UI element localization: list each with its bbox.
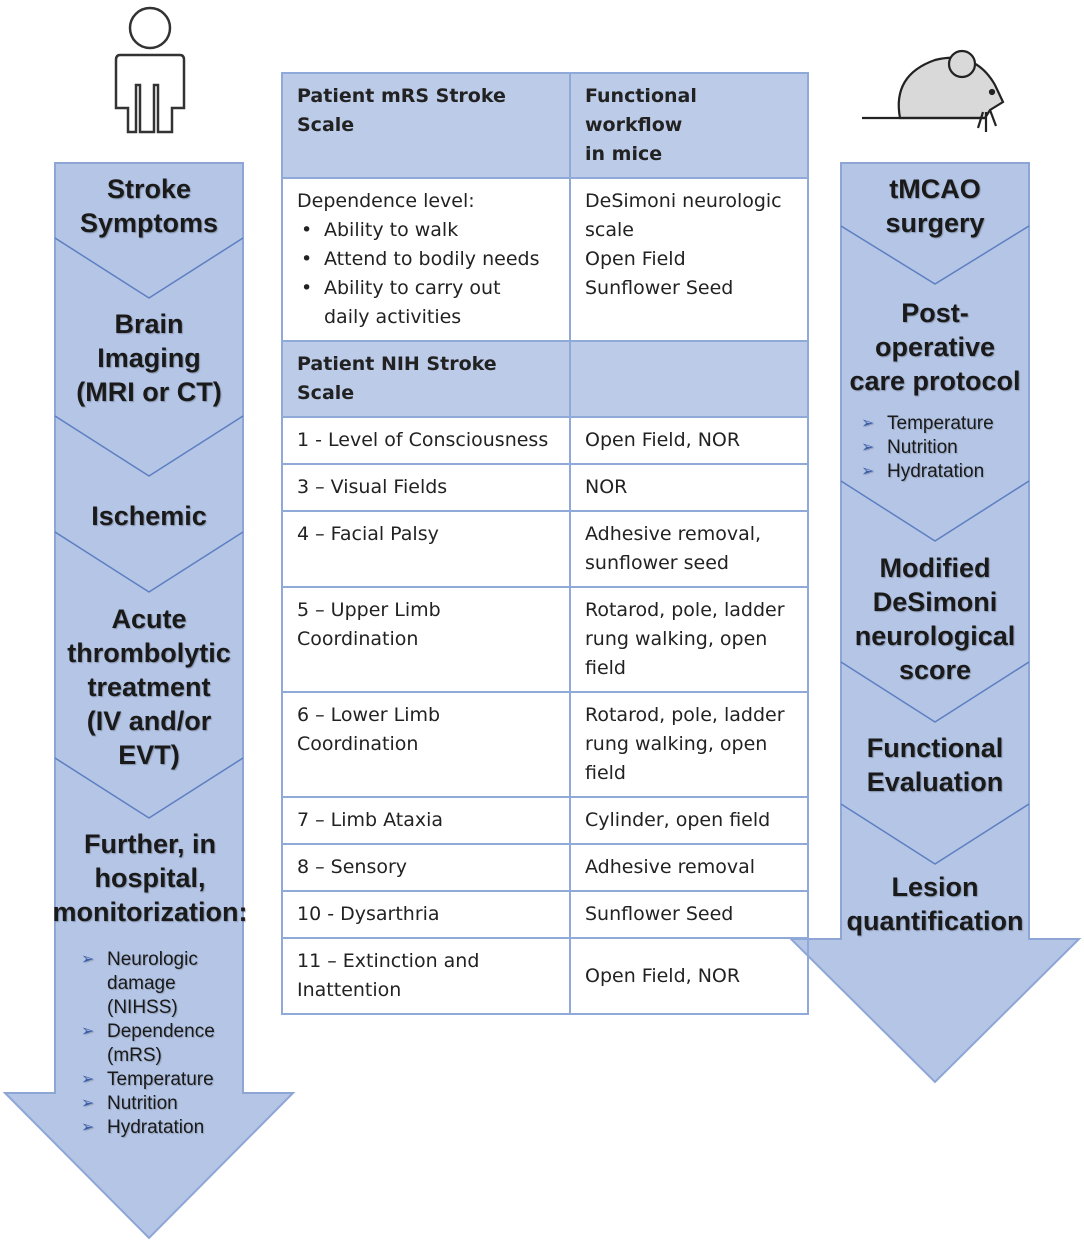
nih-test: Rotarod, pole, ladder rung walking, open… — [569, 691, 809, 798]
table-row: 11 – Extinction and Inattention Open Fie… — [281, 937, 809, 1015]
nih-header: Patient NIH Stroke Scale — [281, 340, 571, 418]
left-step-thrombolytic-treatment: Acute thrombolytic treatment (IV and/or … — [67, 604, 231, 770]
left-step-stroke-symptoms: Stroke Symptoms — [79, 174, 219, 238]
list-item: Hydratation — [81, 1116, 241, 1140]
left-step-monitorization: Further, in hospital, monitorization: — [52, 829, 248, 927]
left-step-ischemic: Ischemic — [91, 501, 207, 531]
right-step-desimoni-score: Modified DeSimoni neurological score — [854, 553, 1016, 685]
nih-item: 3 – Visual Fields — [281, 463, 571, 512]
dependence-cell: Dependence level: Ability to walk Attend… — [281, 177, 571, 342]
list-item: Attend to bodily needs — [297, 245, 555, 274]
nih-item: 11 – Extinction and Inattention — [281, 937, 571, 1015]
nih-test: Open Field, NOR — [569, 937, 809, 1015]
list-item: Nutrition — [861, 436, 1021, 460]
left-chevron-3 — [54, 531, 244, 593]
left-chevron-1 — [54, 237, 244, 299]
nih-test: Sunflower Seed — [569, 890, 809, 939]
nih-item: 1 - Level of Consciousness — [281, 416, 571, 465]
nih-item: 4 – Facial Palsy — [281, 510, 571, 588]
nih-test: Rotarod, pole, ladder rung walking, open… — [569, 586, 809, 693]
workflow-header: Functional workflow in mice — [569, 72, 809, 179]
left-step-brain-imaging: Brain Imaging (MRI or CT) — [76, 309, 222, 407]
stroke-scale-table: Patient mRS Stroke Scale Functional work… — [281, 72, 809, 1015]
list-item: Ability to walk — [297, 216, 555, 245]
nih-item: 10 - Dysarthria — [281, 890, 571, 939]
right-chevron-3 — [840, 661, 1030, 723]
left-monitoring-list: Neurologic damage (NIHSS) Dependence (mR… — [81, 948, 241, 1140]
mrs-tests-cell: DeSimoni neurologic scale Open Field Sun… — [569, 177, 809, 342]
right-care-list: Temperature Nutrition Hydratation — [861, 412, 1021, 484]
right-chevron-1 — [840, 225, 1030, 285]
left-chevron-4 — [54, 757, 244, 819]
nih-test: Cylinder, open field — [569, 796, 809, 845]
list-item: Ability to carry out daily activities — [297, 274, 555, 332]
table-row: 3 – Visual Fields NOR — [281, 463, 809, 512]
table-row: 7 – Limb Ataxia Cylinder, open field — [281, 796, 809, 845]
nih-test: NOR — [569, 463, 809, 512]
nih-test: Open Field, NOR — [569, 416, 809, 465]
left-chevron-2 — [54, 415, 244, 477]
list-item: Hydratation — [861, 460, 1021, 484]
table-row: 6 – Lower Limb Coordination Rotarod, pol… — [281, 691, 809, 798]
list-item: Dependence (mRS) — [81, 1020, 241, 1068]
dependence-list: Ability to walk Attend to bodily needs A… — [297, 216, 555, 332]
nih-test: Adhesive removal, sunflower seed — [569, 510, 809, 588]
right-step-functional-evaluation: Functional Evaluation — [866, 733, 1004, 797]
dependence-title: Dependence level: — [297, 190, 475, 212]
table-row: 8 – Sensory Adhesive removal — [281, 843, 809, 892]
table-row: 4 – Facial Palsy Adhesive removal, sunfl… — [281, 510, 809, 588]
table-row: 5 – Upper Limb Coordination Rotarod, pol… — [281, 586, 809, 693]
mrs-header: Patient mRS Stroke Scale — [281, 72, 571, 179]
nih-header-empty — [569, 340, 809, 418]
right-chevron-4 — [840, 803, 1030, 865]
table-row: Dependence level: Ability to walk Attend… — [281, 177, 809, 342]
nih-item: 7 – Limb Ataxia — [281, 796, 571, 845]
list-item: Nutrition — [81, 1092, 241, 1116]
table-row: 1 - Level of Consciousness Open Field, N… — [281, 416, 809, 465]
right-step-lesion-quantification: Lesion quantification — [846, 872, 1024, 936]
nih-item: 8 – Sensory — [281, 843, 571, 892]
list-item: Neurologic damage (NIHSS) — [81, 948, 241, 1020]
list-item: Temperature — [81, 1068, 241, 1092]
right-step-post-operative-care: Post- operative care protocol — [849, 298, 1021, 396]
nih-item: 6 – Lower Limb Coordination — [281, 691, 571, 798]
table-header-row: Patient NIH Stroke Scale — [281, 340, 809, 418]
table-row: 10 - Dysarthria Sunflower Seed — [281, 890, 809, 939]
list-item: Temperature — [861, 412, 1021, 436]
nih-test: Adhesive removal — [569, 843, 809, 892]
table-header-row: Patient mRS Stroke Scale Functional work… — [281, 72, 809, 179]
right-chevron-2 — [840, 480, 1030, 542]
nih-item: 5 – Upper Limb Coordination — [281, 586, 571, 693]
right-step-tmcao-surgery: tMCAO surgery — [885, 174, 985, 238]
